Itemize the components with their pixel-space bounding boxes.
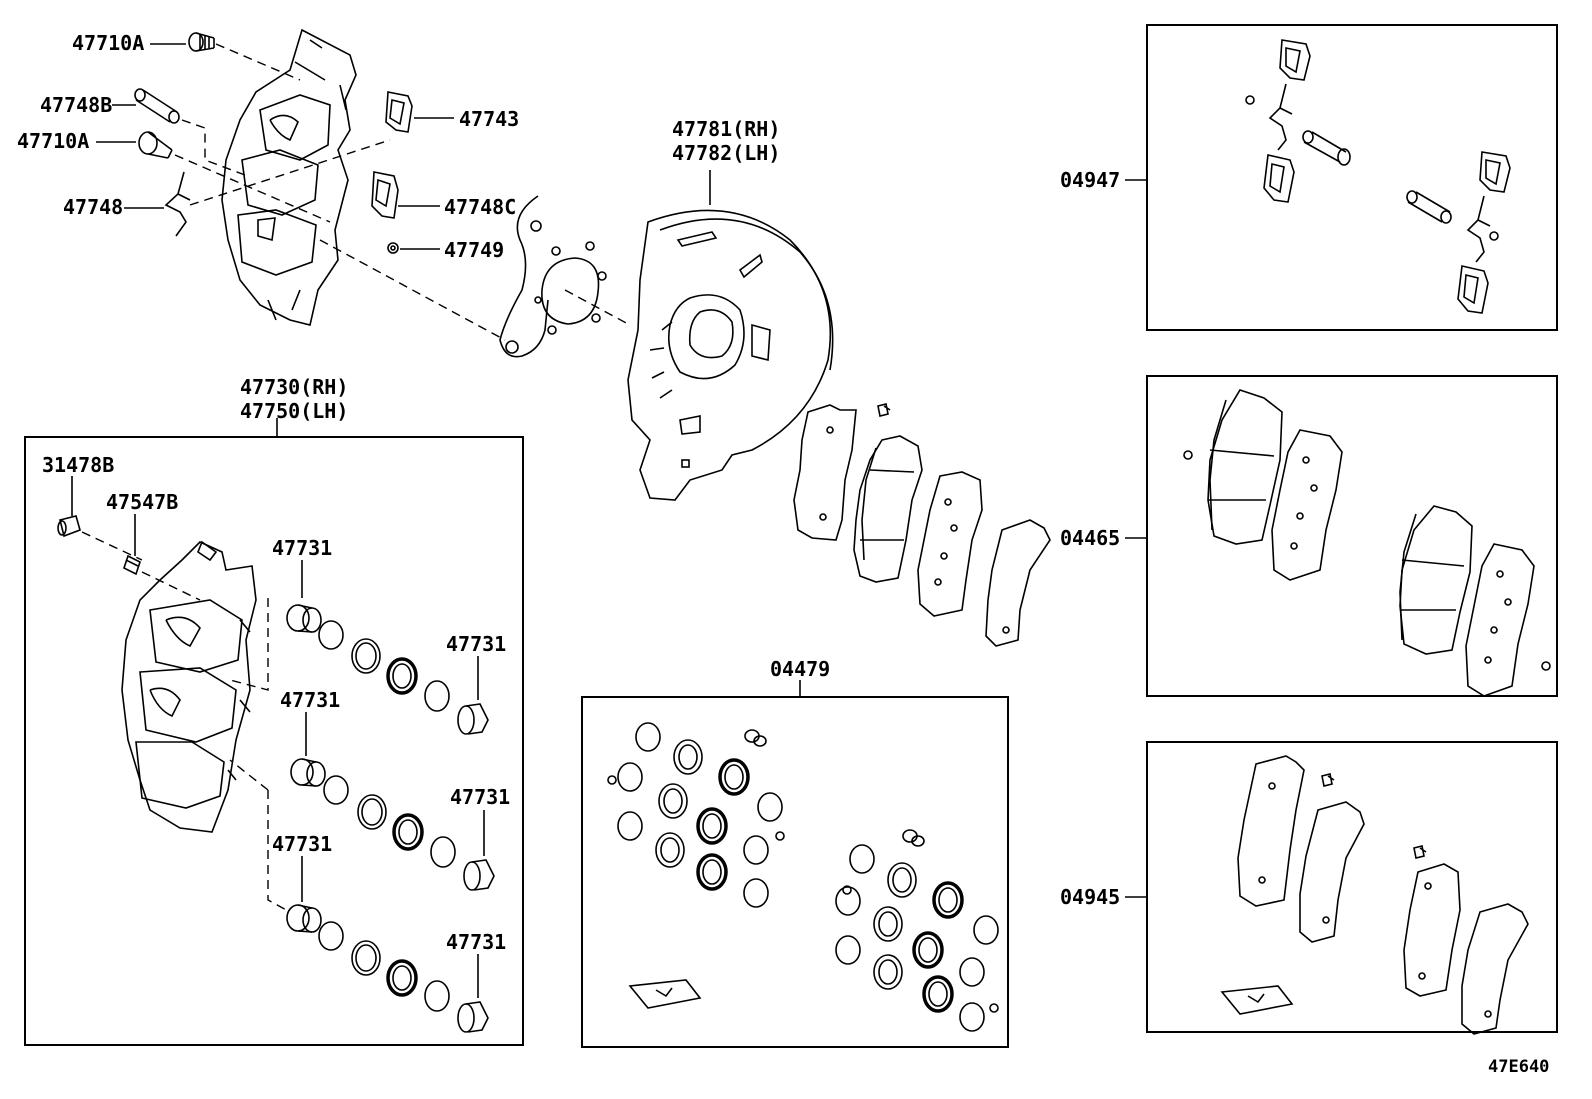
label-47731-b: 47731 bbox=[446, 632, 506, 656]
label-47750-lh: 47750(LH) bbox=[240, 399, 348, 423]
label-47547B: 47547B bbox=[106, 490, 178, 514]
label-47731-e: 47731 bbox=[272, 832, 332, 856]
label-47749: 47749 bbox=[444, 238, 504, 262]
dash-hub bbox=[564, 289, 631, 326]
label-47748B: 47748B bbox=[40, 93, 112, 117]
clip-icon bbox=[164, 171, 191, 237]
spring-top-icon bbox=[385, 91, 413, 133]
caliper-assembly-box bbox=[24, 436, 524, 1046]
seal-kit-box bbox=[581, 696, 1009, 1048]
shim-kit-box bbox=[1146, 741, 1558, 1033]
caliper-upper-icon bbox=[221, 28, 357, 326]
dash-cap bbox=[81, 531, 143, 561]
spring-mid-icon bbox=[371, 171, 399, 219]
bleeder-icon bbox=[123, 554, 141, 576]
fitting-kit-contents bbox=[1245, 39, 1511, 314]
fitting-kit-box bbox=[1146, 24, 1558, 331]
pad-kit-box bbox=[1146, 375, 1558, 697]
knuckle-icon bbox=[499, 195, 549, 358]
label-31478B: 31478B bbox=[42, 453, 114, 477]
shim-inner-icon bbox=[917, 471, 983, 617]
dash-pin bbox=[181, 119, 246, 176]
dash-bolt-top bbox=[215, 43, 301, 81]
hub-ring-icon bbox=[534, 241, 607, 335]
shim-back-icon bbox=[985, 519, 1051, 647]
shim-kit-contents bbox=[1220, 755, 1529, 1035]
label-47731-d: 47731 bbox=[450, 785, 510, 809]
pin-icon bbox=[134, 88, 180, 124]
label-47730-rh: 47730(RH) bbox=[240, 375, 348, 399]
label-04945: 04945 bbox=[1060, 885, 1120, 909]
piston-row-2 bbox=[229, 758, 495, 891]
label-47731-c: 47731 bbox=[280, 688, 340, 712]
seal-kit-contents bbox=[607, 722, 999, 1032]
label-47731-a: 47731 bbox=[272, 536, 332, 560]
bolt-mid-icon bbox=[138, 131, 173, 159]
bolt-top-icon bbox=[188, 32, 215, 52]
label-04947: 04947 bbox=[1060, 168, 1120, 192]
diagram-code: 47E640 bbox=[1488, 1057, 1549, 1077]
dust-shield-icon bbox=[627, 209, 834, 501]
label-47782-lh: 47782(LH) bbox=[672, 141, 780, 165]
nut-icon bbox=[387, 242, 399, 254]
label-04465: 04465 bbox=[1060, 526, 1120, 550]
dash-caliper-mount bbox=[319, 239, 506, 341]
label-47781-rh: 47781(RH) bbox=[672, 117, 780, 141]
caliper-lower-icon bbox=[121, 540, 257, 833]
dash-clip bbox=[189, 139, 391, 206]
brake-pad-icon bbox=[853, 435, 923, 583]
cap-icon bbox=[57, 515, 81, 538]
dash-bolt-mid bbox=[174, 154, 331, 223]
label-47710A-top: 47710A bbox=[72, 31, 144, 55]
clip-small-icon bbox=[877, 403, 891, 417]
label-04479: 04479 bbox=[770, 657, 830, 681]
label-47710A-mid: 47710A bbox=[17, 129, 89, 153]
piston-row-3 bbox=[267, 790, 489, 1033]
dash-bleeder bbox=[141, 571, 201, 601]
label-47748: 47748 bbox=[63, 195, 123, 219]
piston-row-1 bbox=[229, 598, 489, 735]
pad-kit-contents bbox=[1183, 389, 1551, 697]
label-47748C: 47748C bbox=[444, 195, 516, 219]
label-47743: 47743 bbox=[459, 107, 519, 131]
shim-outer-icon bbox=[793, 404, 857, 541]
label-47731-f: 47731 bbox=[446, 930, 506, 954]
